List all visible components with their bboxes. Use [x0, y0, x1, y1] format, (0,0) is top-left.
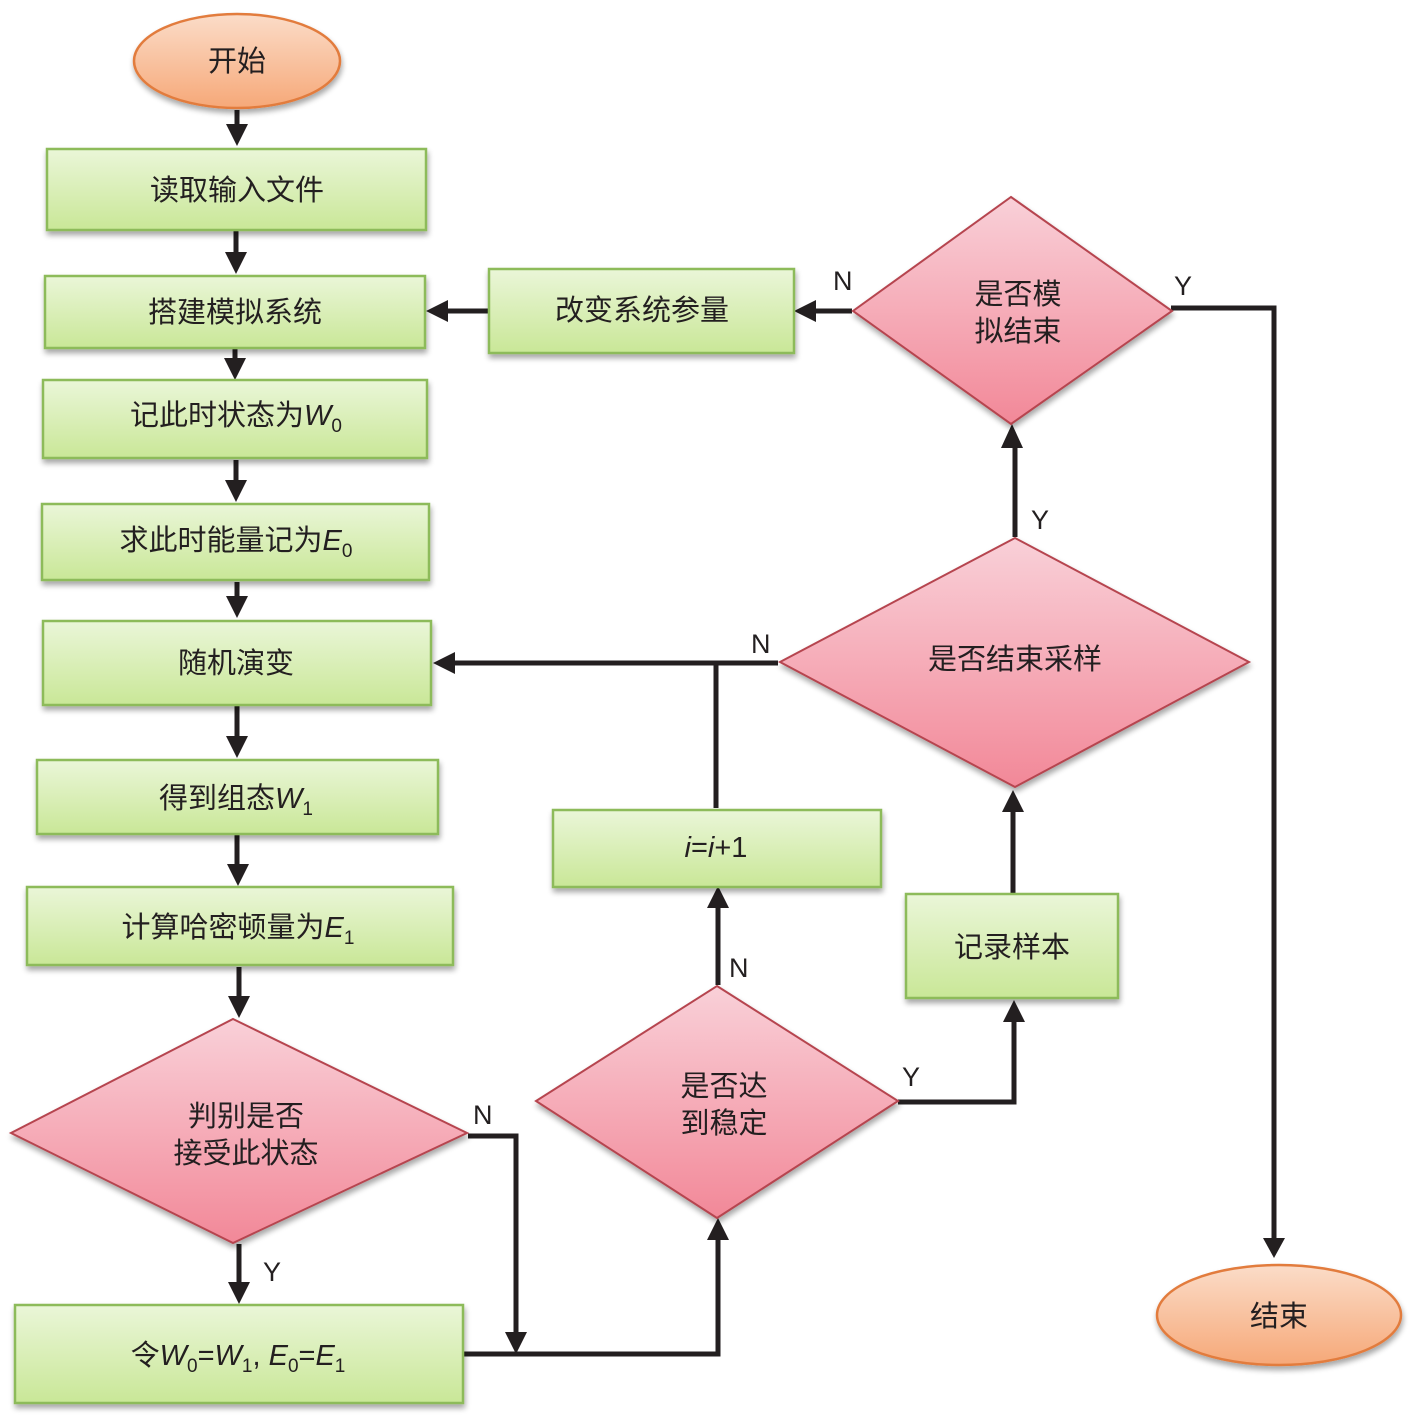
arrowhead — [794, 300, 816, 322]
compute-e0-box: 求此时能量记为E0 — [40, 502, 431, 582]
arrowhead — [426, 300, 448, 322]
arrowhead — [1001, 424, 1023, 448]
arrowhead — [707, 1218, 729, 1240]
arrowhead — [505, 1332, 527, 1354]
record-sample-label: 记录样本 — [954, 930, 1070, 964]
stable-decision-line2: 到稳定 — [680, 1106, 767, 1140]
arrowhead — [433, 652, 455, 674]
record-w0-label: 记此时状态为W0 — [130, 398, 342, 437]
arrowhead — [224, 358, 246, 380]
assign-label: 令W0=W1, E0=E1 — [131, 1338, 346, 1377]
stable-decision-diamond: 是否达 到稳定 — [534, 984, 900, 1220]
arrowhead — [226, 736, 248, 758]
start-label: 开始 — [208, 44, 266, 78]
arrowhead — [1003, 1000, 1025, 1022]
assign-box: 令W0=W1, E0=E1 — [13, 1303, 465, 1405]
read-input-label: 读取输入文件 — [150, 173, 324, 207]
stable-decision-line1: 是否达 — [680, 1069, 767, 1103]
end-terminal: 结束 — [1155, 1263, 1403, 1367]
increment-label: i=i+1 — [685, 832, 748, 864]
read-input-box: 读取输入文件 — [45, 147, 428, 232]
increment-box: i=i+1 — [551, 808, 883, 889]
record-sample-box: 记录样本 — [904, 892, 1120, 1000]
end-sampling-decision-diamond: 是否结束采样 — [777, 536, 1252, 789]
build-system-box: 搭建模拟系统 — [43, 274, 427, 350]
get-w1-label: 得到组态W1 — [159, 781, 313, 820]
arrowhead — [227, 864, 249, 886]
stable-no-label: N — [729, 953, 749, 983]
arrowhead — [1263, 1238, 1285, 1258]
sampling-no-label: N — [751, 629, 771, 659]
edge-assign-to-stable — [464, 1236, 721, 1357]
accept-decision-diamond: 判别是否 接受此状态 — [8, 1017, 470, 1245]
arrowhead — [228, 1282, 250, 1304]
arrowhead — [1002, 790, 1024, 812]
end-sampling-decision-label: 是否结束采样 — [928, 642, 1102, 676]
arrowhead — [228, 996, 250, 1018]
edges — [224, 110, 1285, 1357]
arrowhead — [226, 124, 248, 146]
stable-yes-label: Y — [902, 1062, 920, 1092]
sampling-yes-label: Y — [1031, 505, 1049, 535]
end-label: 结束 — [1250, 1299, 1308, 1333]
end-sim-decision-diamond: 是否模 拟结束 — [851, 195, 1174, 426]
end-sim-decision-line1: 是否模 — [974, 277, 1061, 311]
arrowhead — [707, 886, 729, 908]
compute-e1-box: 计算哈密顿量为E1 — [25, 885, 455, 967]
compute-e1-label: 计算哈密顿量为E1 — [122, 910, 355, 949]
sim-no-label: N — [833, 266, 853, 296]
random-evolve-label: 随机演变 — [178, 646, 294, 680]
edge-accept-no — [468, 1133, 519, 1336]
arrowhead — [226, 596, 248, 618]
change-params-box: 改变系统参量 — [487, 267, 796, 355]
random-evolve-box: 随机演变 — [41, 619, 433, 707]
accept-yes-label: Y — [263, 1257, 281, 1287]
build-system-label: 搭建模拟系统 — [148, 295, 322, 329]
accept-decision-line2: 接受此状态 — [173, 1136, 318, 1170]
edge-labels: N Y N Y N Y N Y — [263, 266, 1192, 1287]
compute-e0-label: 求此时能量记为E0 — [120, 523, 353, 562]
change-params-label: 改变系统参量 — [555, 293, 729, 327]
arrowhead — [225, 480, 247, 502]
sim-yes-label: Y — [1174, 271, 1192, 301]
arrowhead — [225, 252, 247, 274]
start-terminal: 开始 — [132, 12, 342, 110]
record-w0-box: 记此时状态为W0 — [41, 378, 429, 460]
edge-sim-yes — [1171, 305, 1277, 1240]
edge-stable-yes — [898, 1018, 1017, 1105]
accept-decision-line1: 判别是否 — [188, 1099, 304, 1133]
accept-no-label: N — [473, 1100, 493, 1130]
get-w1-box: 得到组态W1 — [35, 758, 440, 836]
end-sim-decision-line2: 拟结束 — [974, 314, 1061, 348]
